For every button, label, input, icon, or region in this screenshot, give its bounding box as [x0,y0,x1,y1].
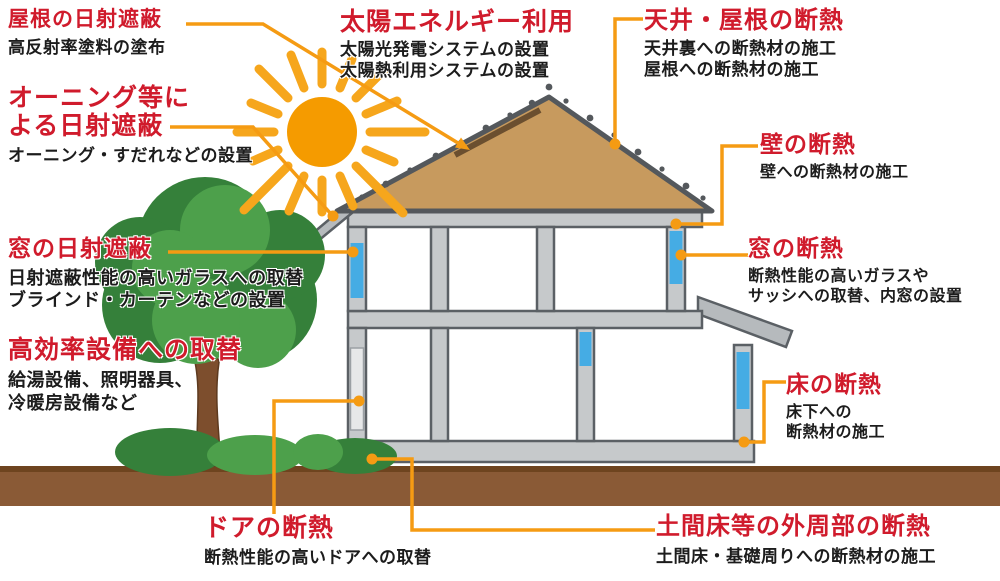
window-mid-icon [579,332,592,366]
label-window-shading: 窓の日射遮蔽 日射遮蔽性能の高いガラスへの取替 ブラインド・カーテンなどの設置 [8,235,304,312]
solar-energy-title: 太陽エネルギー利用 [340,8,575,36]
door-insulation-title: ドアの断熱 [204,514,335,542]
label-window-insulation: 窓の断熱 断熱性能の高いガラスや サッシへの取替、内窓の設置 [748,235,963,307]
label-awning-shading: オーニング等に よる日射遮蔽 オーニング・すだれなどの設置 [8,84,253,166]
roof-shading-desc: 高反射率塗料の塗布 [8,37,166,57]
solar-energy-desc: 太陽光発電システムの設置 太陽熱利用システムの設置 [340,40,550,81]
equipment-upgrade-desc: 給湯設備、照明器具、 冷暖房設備など [8,370,193,413]
wall-insulation-desc: 壁への断熱材の施工 [760,163,909,181]
awning-shading-desc: オーニング・すだれなどの設置 [8,146,253,165]
label-equipment-upgrade: 高効率設備への取替 給湯設備、照明器具、 冷暖房設備など [8,336,242,414]
callout-lines [168,17,786,532]
door-insulation-desc: 断熱性能の高いドアへの取替 [204,548,432,567]
label-door-insulation: ドアの断熱 断熱性能の高いドアへの取替 [204,514,432,568]
foundation-insulation-title: 土間床等の外周部の断熱 [656,513,931,540]
window-insulation-desc: 断熱性能の高いガラスや サッシへの取替、内窓の設置 [748,267,963,305]
foundation-insulation-desc: 土間床・基礎周りへの断熱材の施工 [656,546,936,566]
bushes-icon [115,428,397,476]
window-shading-desc: 日射遮蔽性能の高いガラスへの取替 ブラインド・カーテンなどの設置 [8,267,304,311]
wall-insulation-line [680,144,758,226]
equipment-upgrade-title: 高効率設備への取替 [8,336,243,364]
tree-icon [95,177,325,467]
door-icon [349,347,365,431]
foundation-insulation-line [375,457,655,532]
window-right-icon [669,231,683,284]
label-roof-shading: 屋根の日射遮蔽 高反射率塗料の塗布 [8,8,166,58]
label-solar-energy: 太陽エネルギー利用 太陽光発電システムの設置 太陽熱利用システムの設置 [340,8,574,82]
roof-shading-line [186,22,459,145]
roof-shading-arrow [455,137,470,150]
label-ceiling-roof-insulation: 天井・屋根の断熱 天井裏への断熱材の施工 屋根への断熱材の施工 [644,7,844,80]
ceiling-roof-insulation-desc: 天井裏への断熱材の施工 屋根への断熱材の施工 [644,38,837,80]
house-icon [311,83,794,464]
label-wall-insulation: 壁の断熱 壁への断熱材の施工 [760,131,909,183]
floor-insulation-desc: 床下への 断熱材の施工 [786,403,886,441]
awning-shading-title: オーニング等に よる日射遮蔽 [8,84,191,140]
window-shading-title: 窓の日射遮蔽 [8,235,152,261]
roof-shading-title: 屋根の日射遮蔽 [8,8,162,31]
door-insulation-line [272,399,356,514]
ceiling-roof-insulation-title: 天井・屋根の断熱 [644,7,844,34]
roof-panel-strip [453,107,542,158]
ceiling-roof-insulation-line [613,17,643,141]
label-floor-insulation: 床の断熱 床下への 断熱材の施工 [786,371,886,443]
window-lower-right-icon [736,352,750,409]
wall-insulation-title: 壁の断熱 [760,131,856,157]
awning-shading-line [170,125,333,216]
roof-icon [334,94,715,214]
window-insulation-title: 窓の断熱 [748,235,844,261]
floor-insulation-line [748,380,786,444]
label-foundation-insulation: 土間床等の外周部の断熱 土間床・基礎周りへの断熱材の施工 [656,513,936,567]
floor-insulation-title: 床の断熱 [786,371,882,397]
